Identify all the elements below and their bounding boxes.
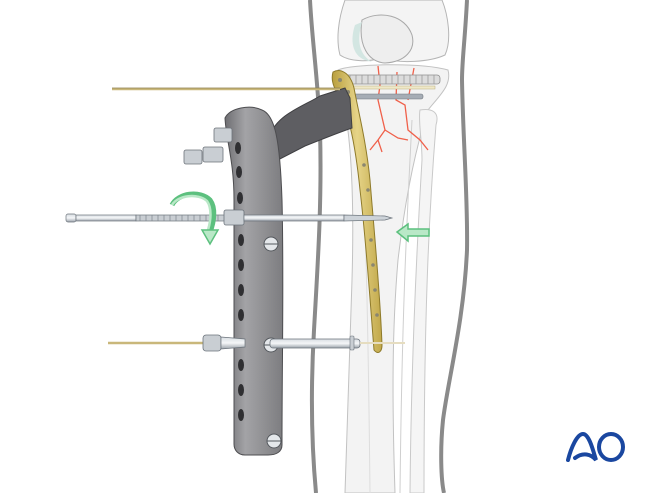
pull-reduction-device	[65, 209, 394, 226]
proximal-screws	[339, 74, 441, 100]
femur	[337, 0, 450, 64]
push-left-arrow	[395, 222, 430, 243]
fibula	[409, 109, 438, 493]
rotate-arrow	[169, 191, 220, 246]
logo-text: AO	[565, 428, 588, 432]
leg-outline	[308, 0, 470, 493]
locking-knobs	[183, 127, 233, 165]
aiming-arm	[183, 87, 353, 456]
k-wire-distal	[108, 334, 405, 352]
ao-logo: AO	[565, 428, 625, 462]
